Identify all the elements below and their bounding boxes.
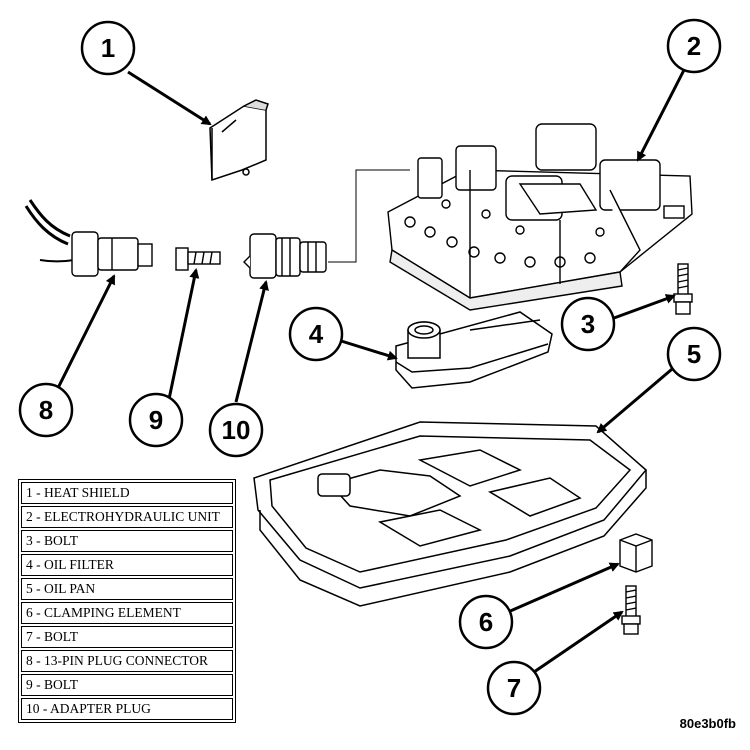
- svg-text:4: 4: [309, 319, 324, 349]
- callout-2: 2: [666, 18, 722, 74]
- callout-10: 10: [208, 402, 264, 458]
- svg-text:9: 9: [149, 405, 163, 435]
- svg-text:6: 6: [479, 607, 493, 637]
- legend-row: 6 - CLAMPING ELEMENT: [21, 602, 233, 624]
- svg-text:7: 7: [507, 673, 521, 703]
- legend-row: 8 - 13-PIN PLUG CONNECTOR: [21, 650, 233, 672]
- svg-text:2: 2: [687, 31, 701, 61]
- legend-entry: 7 - BOLT: [21, 626, 233, 648]
- electrohydraulic-unit-part: [387, 123, 693, 311]
- figure-id: 80e3b0fb: [679, 716, 736, 731]
- legend-row: 5 - OIL PAN: [21, 578, 233, 600]
- legend-row: 1 - HEAT SHIELD: [21, 482, 233, 504]
- callout-arrows: [56, 69, 686, 674]
- arrow-6: [507, 562, 620, 614]
- arrow-1: [127, 70, 212, 126]
- adapter-plug-part: [243, 233, 327, 279]
- parts-legend: 1 - HEAT SHIELD 2 - ELECTROHYDRAULIC UNI…: [18, 479, 236, 723]
- arrow-8: [56, 274, 116, 389]
- svg-text:3: 3: [581, 309, 595, 339]
- callout-1: 1: [80, 20, 136, 76]
- legend-entry: 10 - ADAPTER PLUG: [21, 698, 233, 720]
- arrow-4: [337, 338, 398, 361]
- arrow-9: [166, 268, 200, 405]
- legend-entry: 5 - OIL PAN: [21, 578, 233, 600]
- legend-entry: 4 - OIL FILTER: [21, 554, 233, 576]
- callout-5: 5: [666, 326, 722, 382]
- bolt-7-part: [621, 585, 641, 635]
- legend-entry: 2 - ELECTROHYDRAULIC UNIT: [21, 506, 233, 528]
- oil-filter-part: [395, 311, 553, 389]
- callout-6: 6: [458, 594, 514, 650]
- arrow-10: [234, 280, 269, 403]
- legend-entry: 3 - BOLT: [21, 530, 233, 552]
- assembly-leader-line: [328, 169, 410, 263]
- svg-text:10: 10: [222, 415, 251, 445]
- svg-text:8: 8: [39, 395, 53, 425]
- arrow-2: [636, 69, 686, 162]
- legend-row: 2 - ELECTROHYDRAULIC UNIT: [21, 506, 233, 528]
- legend-row: 7 - BOLT: [21, 626, 233, 648]
- callout-7: 7: [486, 660, 542, 716]
- svg-text:1: 1: [101, 33, 115, 63]
- legend-row: 9 - BOLT: [21, 674, 233, 696]
- legend-row: 10 - ADAPTER PLUG: [21, 698, 233, 720]
- clamping-element-part: [619, 533, 653, 573]
- callout-9: 9: [128, 392, 184, 448]
- svg-text:5: 5: [687, 339, 701, 369]
- callout-8: 8: [18, 382, 74, 438]
- callout-4: 4: [288, 306, 344, 362]
- bolt-3-part: [673, 263, 693, 315]
- heat-shield-part: [209, 99, 269, 182]
- oil-pan-part: [253, 421, 648, 607]
- legend-entry: 1 - HEAT SHIELD: [21, 482, 233, 504]
- legend-entry: 8 - 13-PIN PLUG CONNECTOR: [21, 650, 233, 672]
- bolt-9-part: [175, 247, 221, 271]
- arrow-3: [613, 294, 676, 320]
- legend-entry: 9 - BOLT: [21, 674, 233, 696]
- arrow-7: [533, 610, 624, 674]
- legend-row: 4 - OIL FILTER: [21, 554, 233, 576]
- callout-3: 3: [560, 296, 616, 352]
- plug-connector-part: [24, 199, 153, 277]
- arrow-5: [596, 362, 679, 434]
- legend-entry: 6 - CLAMPING ELEMENT: [21, 602, 233, 624]
- legend-row: 3 - BOLT: [21, 530, 233, 552]
